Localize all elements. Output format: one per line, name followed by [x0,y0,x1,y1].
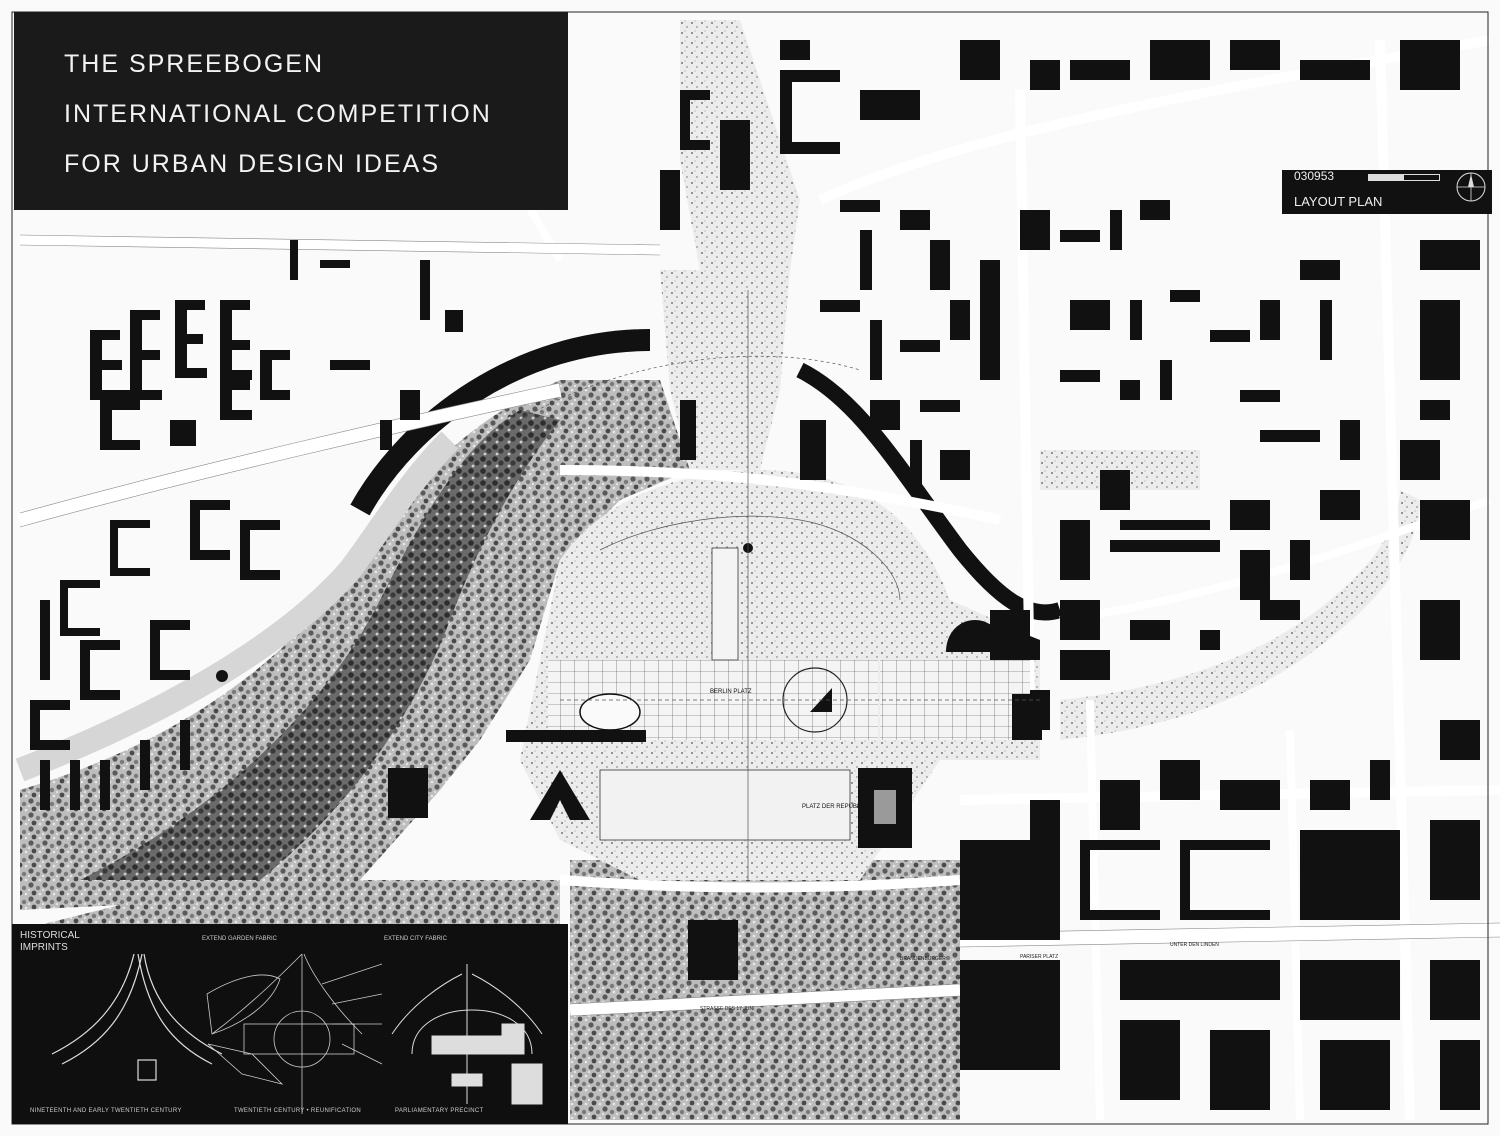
inset-diagram-19th-century [51,953,223,1081]
west-building-block [388,768,428,818]
title-block: THE SPREEBOGEN INTERNATIONAL COMPETITION… [14,12,568,210]
layout-plan-label: LAYOUT PLAN [1294,194,1383,209]
south-block-building [688,920,738,980]
northeast-river-building [800,420,826,480]
bundestag-courtyard [874,790,896,824]
east-green-strip [1060,490,1420,740]
inset-sub-garden: EXTEND GARDEN FABRIC [202,936,278,942]
north-blocks [660,40,1460,230]
berlin-platz-oval [579,693,641,731]
sheet-number: 030953 [1294,169,1335,183]
historical-imprints-inset: HISTORICAL IMPRINTS EXTEND GARDEN FABRIC… [12,924,568,1124]
brandenburger-label: BRANDENBURGER [900,956,946,962]
east-plaza-building [1012,694,1042,740]
inset-title: HISTORICAL IMPRINTS [20,930,80,953]
road-edges [19,234,1500,1017]
inset-caption-1: NINETEENTH AND EARLY TWENTIETH CENTURY [30,1108,182,1114]
unter-den-linden-label: UNTER DEN LINDEN [1170,942,1219,948]
north-dark-building [990,620,1040,660]
axis-lines [519,290,1040,880]
berlin-platz-label: BERLIN PLATZ [710,689,752,695]
platz-der-republik [599,769,851,841]
title-line-1: THE SPREEBOGEN [64,50,324,78]
inset-diagram-reunification [206,953,383,1114]
west-residential-blocks [90,240,463,450]
southeast-city-blocks [960,610,1480,1110]
title-line-3: FOR URBAN DESIGN IDEAS [64,150,440,178]
title-line-2: INTERNATIONAL COMPETITION [64,100,492,128]
southwest-residential-blocks [30,500,280,810]
east-city-blocks [820,200,1480,760]
chancellery-wedge [530,770,590,820]
south-park-east [570,860,960,1120]
spree-river-west [15,431,459,782]
inset-diagrams [51,953,543,1114]
inset-caption-2: TWENTIETH CENTURY • REUNIFICATION [234,1108,362,1114]
tiergarten-dark-band [80,410,560,880]
north-arrow-icon [1456,172,1486,202]
layout-plan-tag: 030953 LAYOUT PLAN [1282,169,1492,214]
platz-bar-building [506,730,646,742]
memorial-dot [216,670,228,682]
north-axis-plaza [711,547,739,661]
inset-caption-3: PARLIAMENTARY PRECINCT [395,1108,484,1114]
spree-river-black-arc [350,329,651,516]
inset-diagram-parliamentary [391,964,543,1105]
pariser-platz-label: PARISER PLATZ [1020,954,1058,960]
scale-bar-icon [1368,174,1440,181]
sheet-frame [11,11,1489,1125]
inset-sub-city: EXTEND CITY FABRIC [384,936,447,942]
strasse-des-17-juni-label: STRASSE DES 17 JUNI [700,1006,754,1012]
east-plaza-semicircle [946,620,1004,652]
north-tower-building [680,400,696,460]
platz-der-republik-label: PLATZ DER REPUBLIK [802,804,866,810]
